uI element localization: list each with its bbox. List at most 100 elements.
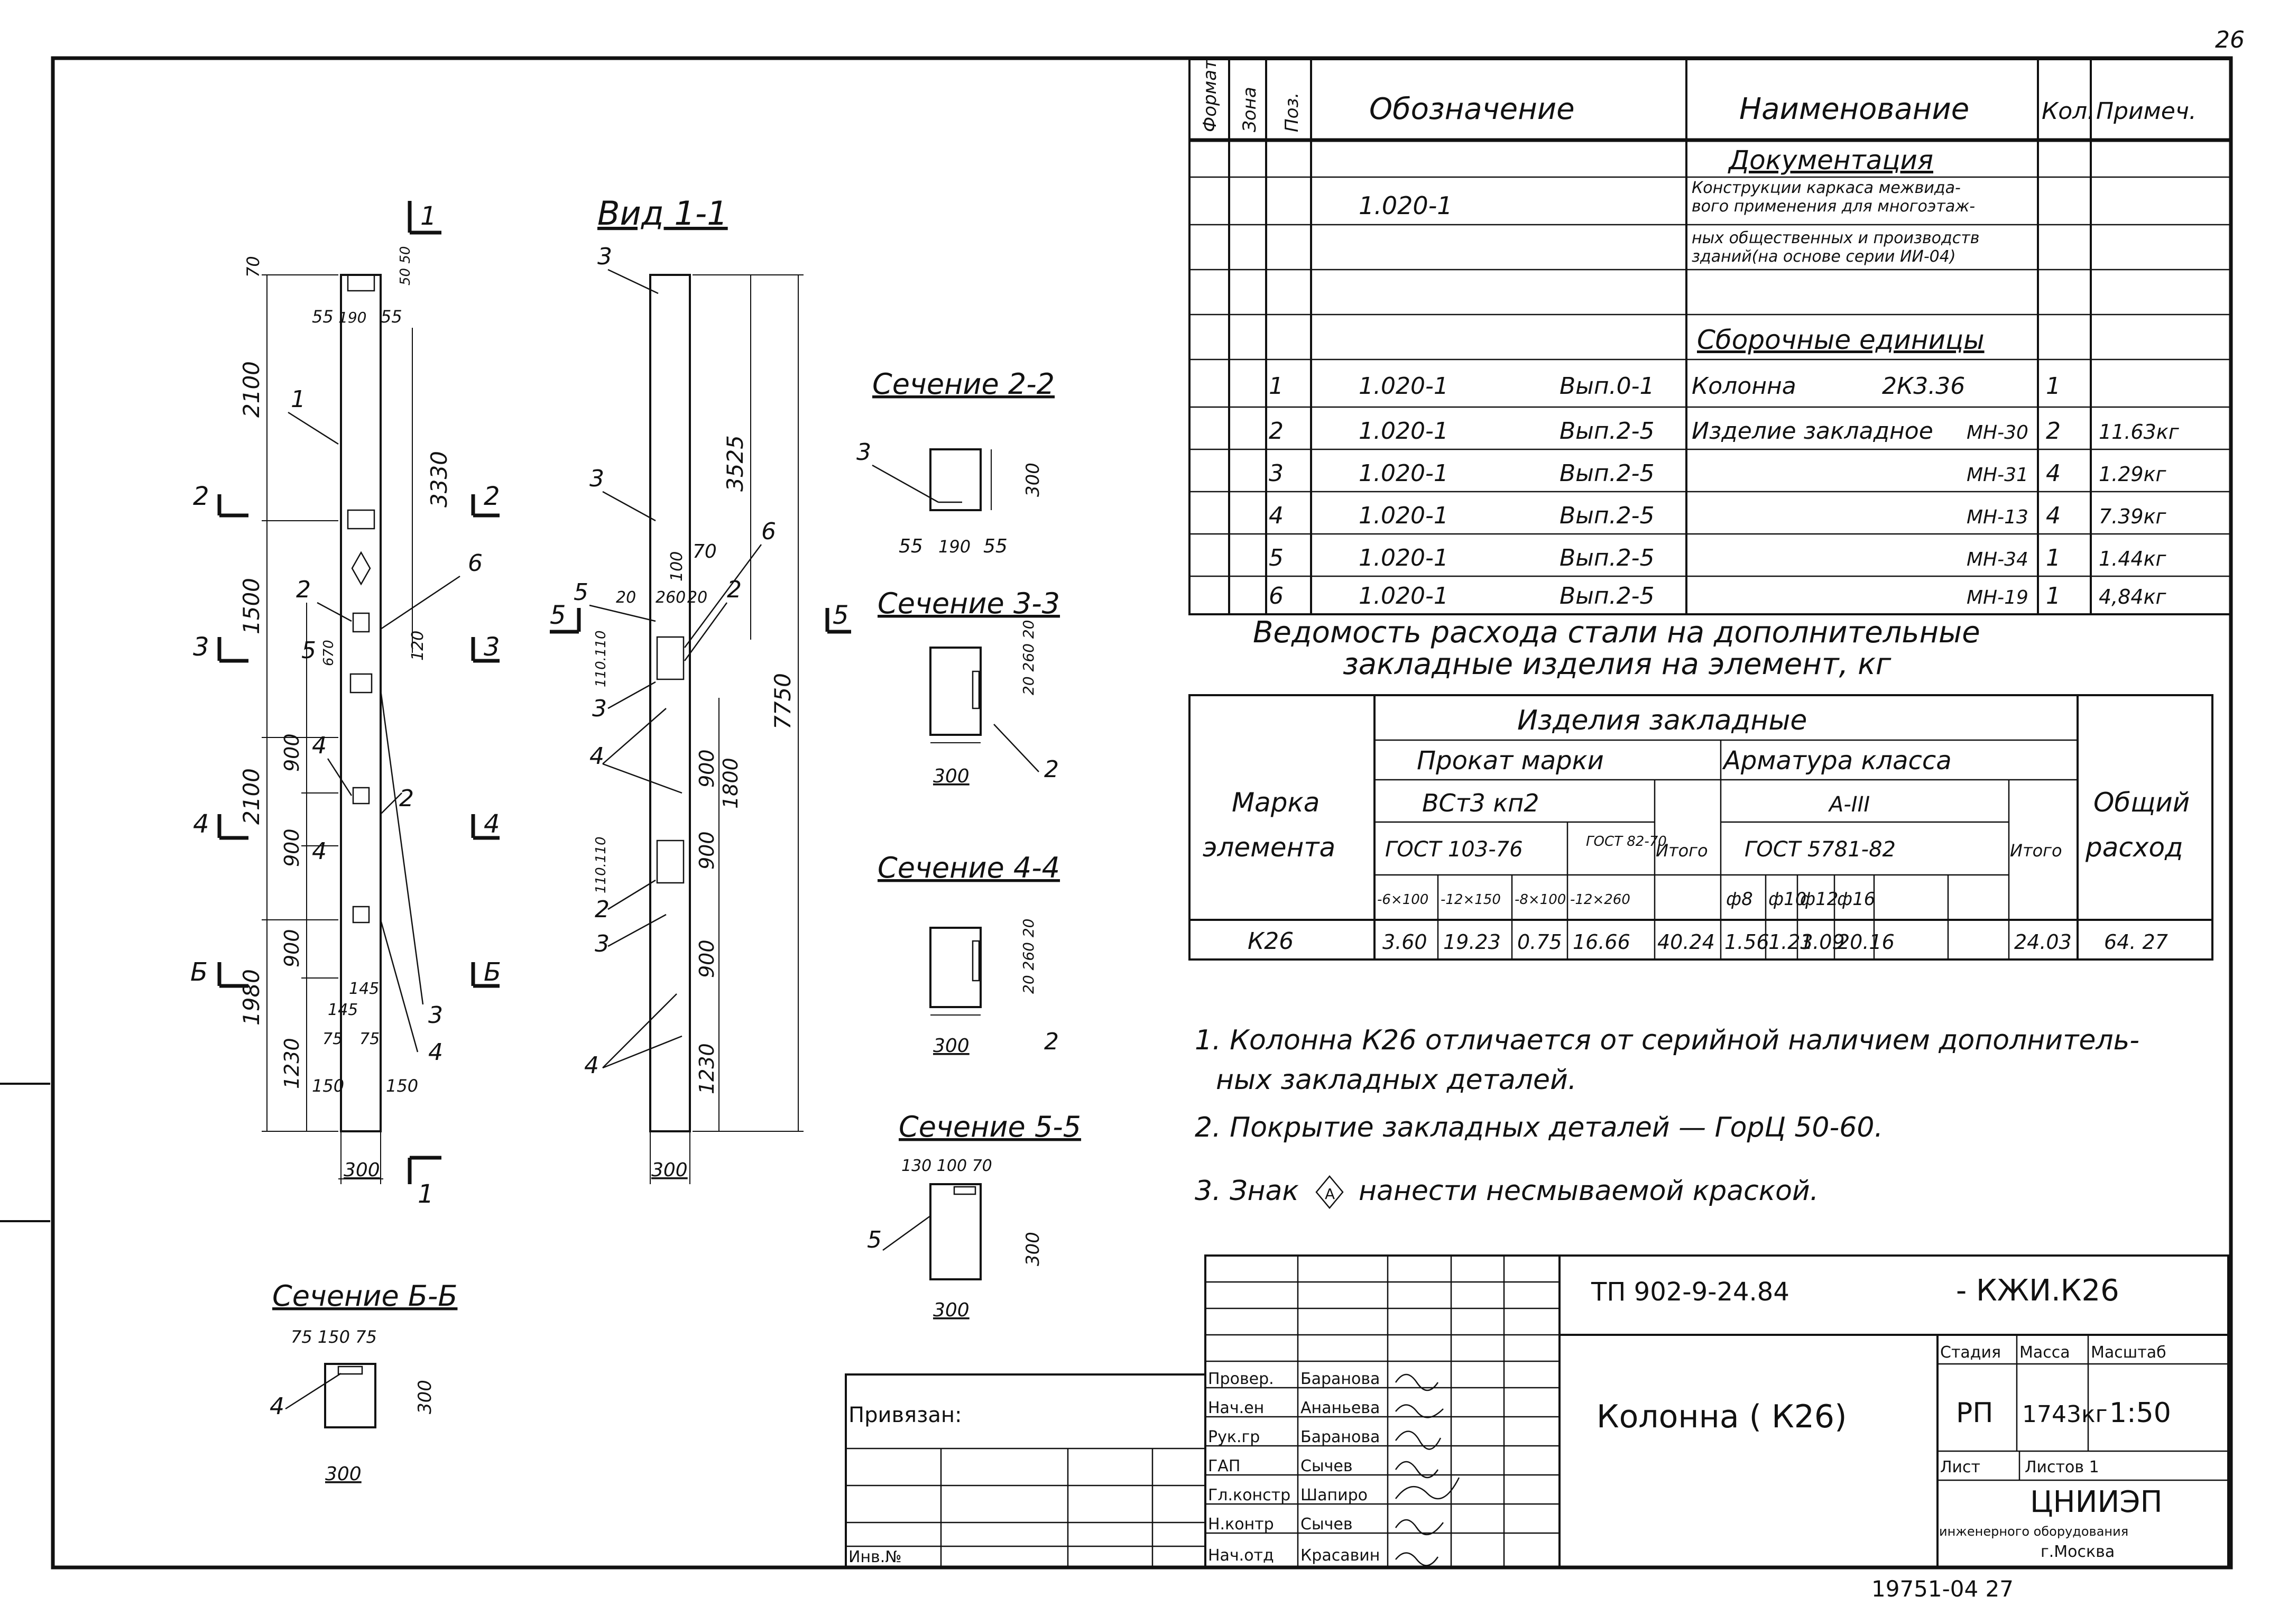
svg-text:900: 900 (695, 749, 718, 788)
overall-header-1: Общий (2093, 787, 2190, 818)
svg-text:145: 145 (349, 980, 379, 998)
stamp-title: Колонна ( К26) (1597, 1398, 1847, 1435)
header-format: Формат (1200, 59, 1221, 132)
svg-text:2: 2 (399, 785, 414, 812)
svg-text:3: 3 (1269, 460, 1284, 487)
svg-text:3: 3 (589, 465, 604, 492)
svg-text:-12×260: -12×260 (1570, 892, 1630, 908)
svg-text:75: 75 (322, 1030, 343, 1048)
svg-text:3.60: 3.60 (1382, 930, 1427, 954)
svg-text:1: 1 (1269, 373, 1284, 400)
svg-text:-12×150: -12×150 (1441, 892, 1501, 908)
svg-text:1.29кг: 1.29кг (2099, 463, 2167, 486)
svg-text:3330: 3330 (426, 451, 452, 508)
svg-text:Вып.0-1: Вып.0-1 (1560, 373, 1655, 400)
corner-number: 26 (2215, 26, 2245, 53)
svg-text:190: 190 (338, 309, 366, 326)
svg-text:670: 670 (321, 640, 337, 666)
svg-text:110.110: 110.110 (593, 630, 609, 687)
svg-text:3525: 3525 (722, 435, 748, 492)
svg-text:Изделие закладное: Изделие закладное (1692, 418, 1933, 445)
svg-text:-6×100: -6×100 (1377, 892, 1428, 908)
header-designation: Обозначение (1369, 92, 1575, 126)
specification-table: Формат Зона Поз. Обозначение Наименовани… (1188, 58, 2232, 615)
svg-text:Баранова: Баранова (1300, 1370, 1380, 1388)
svg-text:1500: 1500 (238, 578, 264, 634)
svg-text:1.020-1: 1.020-1 (1359, 502, 1448, 529)
note-3: 3. Знак (1195, 1175, 1299, 1207)
svg-text:A: A (1325, 1185, 1335, 1203)
svg-text:50 50: 50 50 (398, 246, 413, 285)
signature-rows (1205, 1387, 1560, 1534)
sign-a-icon: A (1315, 1175, 1344, 1209)
gost-2: ГОСТ 82-70 (1586, 834, 1667, 850)
svg-text:МН-30: МН-30 (1967, 422, 2028, 444)
total-2: Итого (2010, 841, 2062, 861)
mass-value: 1743кг (2022, 1401, 2108, 1428)
svg-text:300: 300 (414, 1380, 436, 1414)
org-city: г.Москва (2041, 1543, 2115, 1561)
section-2-2-title: Сечение 2-2 (872, 367, 1055, 401)
svg-text:Провер.: Провер. (1208, 1370, 1274, 1388)
svg-text:Баранова: Баранова (1300, 1428, 1380, 1446)
svg-text:150: 150 (312, 1076, 344, 1096)
svg-text:МН-19: МН-19 (1967, 587, 2028, 608)
svg-text:24.03: 24.03 (2014, 930, 2072, 954)
header-note: Примеч. (2096, 98, 2197, 125)
header-pos: Поз. (1281, 93, 1303, 132)
svg-text:2: 2 (1269, 418, 1284, 445)
svg-text:МН-31: МН-31 (1967, 464, 2028, 486)
svg-text:190: 190 (938, 537, 971, 557)
svg-text:4: 4 (2046, 460, 2061, 487)
doc-name-line-2: вого применения для многоэтаж- (1692, 197, 1975, 216)
svg-text:2: 2 (1044, 756, 1059, 783)
svg-text:120: 120 (409, 631, 427, 661)
section-3-3-title: Сечение 3-3 (878, 587, 1060, 620)
mark-header-1: Марка (1232, 787, 1320, 818)
org-name: ЦНИИЭП (2030, 1485, 2163, 1519)
svg-text:2: 2 (727, 576, 742, 603)
doc-name-line-3: ных общественных и производств (1692, 229, 1979, 247)
section-5-5-title: Сечение 5-5 (899, 1110, 1081, 1143)
svg-text:1.56: 1.56 (1724, 930, 1769, 954)
embedded-header: Изделия закладные (1517, 705, 1807, 736)
scale-value: 1:50 (2109, 1397, 2171, 1429)
svg-text:Вып.2-5: Вып.2-5 (1560, 502, 1655, 529)
svg-text:Колонна: Колонна (1692, 373, 1796, 400)
bound-label: Привязан: (848, 1403, 962, 1427)
svg-text:4: 4 (193, 809, 209, 839)
svg-text:20 260 20: 20 260 20 (1020, 620, 1037, 695)
mark-header-2: элемента (1203, 832, 1335, 863)
svg-text:4: 4 (2046, 502, 2061, 529)
note-3b: нанести несмываемой краской. (1359, 1175, 1819, 1207)
note-1: 1. Колонна К26 отличается от серийной на… (1195, 1025, 2139, 1056)
svg-text:300: 300 (933, 1035, 970, 1057)
svg-text:20: 20 (687, 588, 707, 607)
svg-text:300: 300 (651, 1159, 688, 1181)
diameter-headers: ф8 ф10 ф12 ф16 (1726, 889, 1875, 910)
svg-text:1.23: 1.23 (1768, 930, 1813, 954)
svg-text:1800: 1800 (719, 758, 742, 809)
svg-text:Ананьева: Ананьева (1300, 1399, 1380, 1417)
svg-text:900: 900 (280, 828, 303, 867)
svg-text:Вып.2-5: Вып.2-5 (1560, 583, 1655, 610)
svg-text:4: 4 (1269, 502, 1284, 529)
spec-row-3: 3 1.020-1 Вып.2-5 МН-31 4 1.29кг (1269, 460, 2167, 487)
svg-text:1: 1 (291, 386, 306, 413)
svg-text:1.020-1: 1.020-1 (1359, 418, 1448, 445)
sheet-label: Лист (1940, 1458, 1980, 1477)
svg-text:4: 4 (312, 732, 327, 759)
steel-grade: ВСт3 кп2 (1422, 789, 1539, 817)
total-1: Итого (1656, 841, 1708, 861)
header-qty: Кол. (2042, 98, 2095, 125)
rebar-header: Арматура класса (1722, 746, 1952, 776)
svg-text:МН-13: МН-13 (1967, 506, 2028, 528)
table-row-k26: К26 3.60 19.23 0.75 16.66 40.24 1.56 1.2… (1248, 928, 2168, 955)
svg-text:4,84кг: 4,84кг (2099, 585, 2167, 608)
svg-text:7.39кг: 7.39кг (2099, 505, 2167, 528)
svg-text:300: 300 (344, 1159, 380, 1181)
spec-row-2: 2 1.020-1 Вып.2-5 Изделие закладное МН-3… (1269, 418, 2180, 445)
header-name: Наименование (1739, 92, 1969, 126)
svg-text:55: 55 (899, 536, 923, 557)
svg-text:55: 55 (312, 307, 334, 327)
